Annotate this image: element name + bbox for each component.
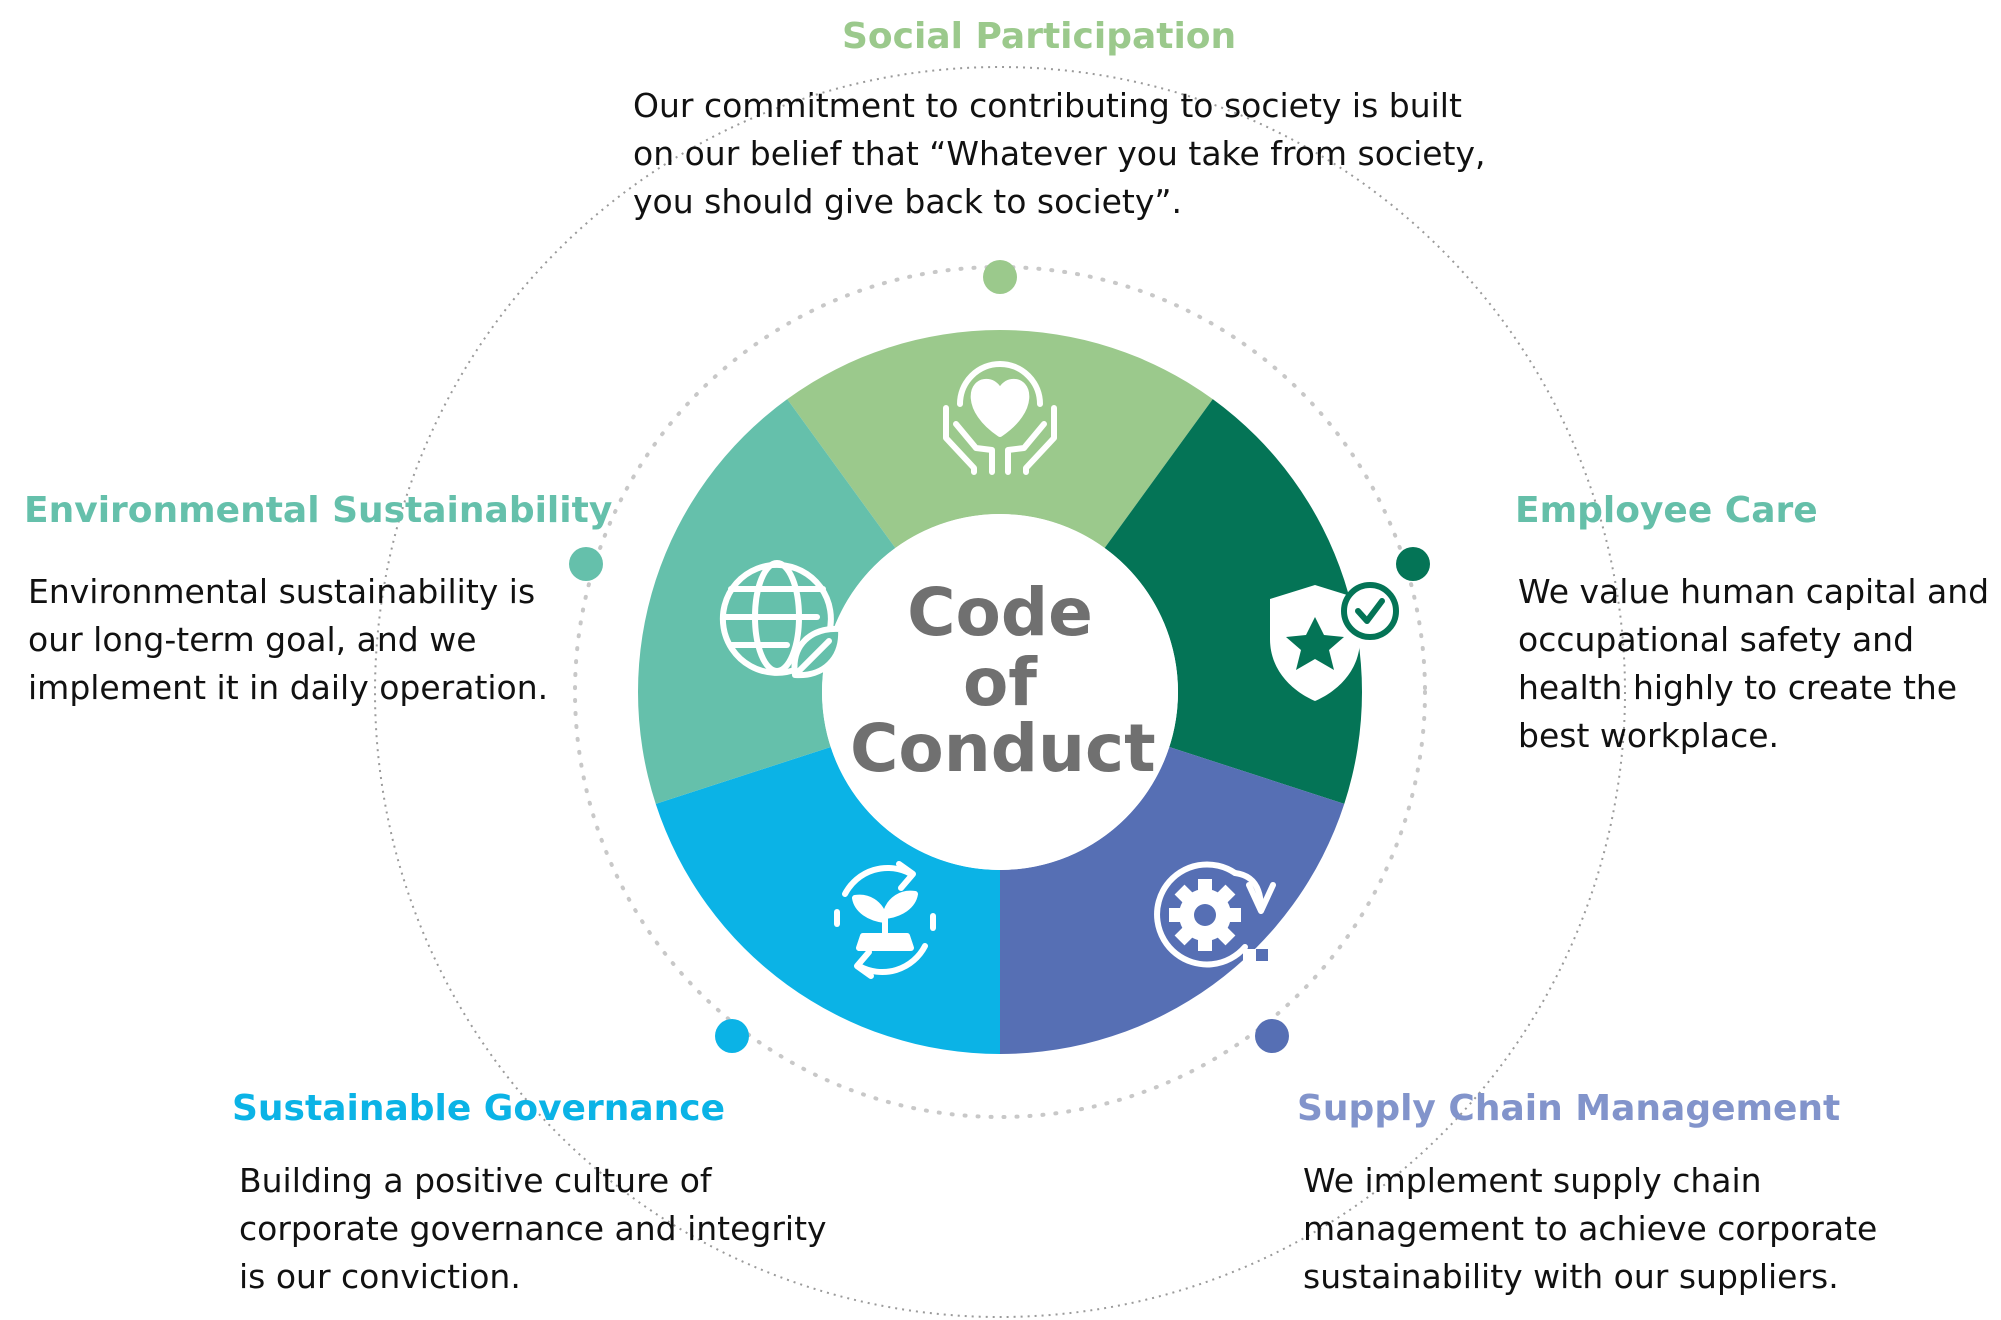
text-environmental-sustainability: Environmental sustainability is our long… [28,568,548,712]
segment-supply-chain-management [1000,747,1345,1054]
sprout-recycle-icon [834,861,936,979]
text-line: Building a positive culture of [239,1161,712,1200]
marker-dot-employee [1396,547,1430,581]
marker-dot-supply [1255,1019,1289,1053]
text-line: management to achieve corporate [1303,1209,1878,1248]
text-supply-chain-management: We implement supply chain management to … [1303,1157,1877,1301]
segment-social-participation [787,329,1213,548]
text-line: We implement supply chain [1303,1161,1762,1200]
text-line: on our belief that “Whatever you take fr… [633,134,1486,173]
heading-sustainable-governance: Sustainable Governance [232,1088,726,1129]
text-line: Environmental sustainability is [28,572,536,611]
text-line: health highly to create the [1518,668,1958,707]
text-line: best workplace. [1518,716,1780,755]
marker-dot-environment [569,547,603,581]
shield-star-check-icon [1270,582,1399,701]
text-line: sustainability with our suppliers. [1303,1257,1839,1296]
heading-employee-care: Employee Care [1515,490,1818,531]
marker-dot-social [983,260,1017,294]
text-line: implement it in daily operation. [28,668,549,707]
outer-dotted-ring [374,66,1626,1318]
segment-employee-care [1104,399,1362,804]
heading-social-participation: Social Participation [842,16,1237,57]
text-sustainable-governance: Building a positive culture of corporate… [239,1157,827,1301]
text-line: We value human capital and [1518,572,1990,611]
heading-supply-chain-management: Supply Chain Management [1297,1088,1841,1129]
globe-leaf-icon [719,560,845,679]
text-line: our long-term goal, and we [28,620,477,659]
hands-heart-icon [943,361,1057,475]
text-line: corporate governance and integrity [239,1209,827,1248]
center-label-line-1: Code [907,574,1093,651]
segment-sustainable-governance [655,747,1000,1054]
heading-environmental-sustainability: Environmental Sustainability [24,490,613,531]
text-line: you should give back to society”. [633,182,1182,221]
segment-environmental-sustainability [637,399,896,804]
center-label-line-3: Conduct [850,710,1156,787]
center-disc [822,514,1178,870]
text-social-participation: Our commitment to contributing to societ… [633,82,1486,226]
text-line: Our commitment to contributing to societ… [633,86,1462,125]
marker-dot-governance [715,1019,749,1053]
text-employee-care: We value human capital and occupational … [1518,568,1989,760]
center-label-line-2: of [962,644,1038,721]
text-line: occupational safety and [1518,620,1915,659]
gear-cycle-box-icon [1154,861,1281,983]
text-line: is our conviction. [239,1257,521,1296]
